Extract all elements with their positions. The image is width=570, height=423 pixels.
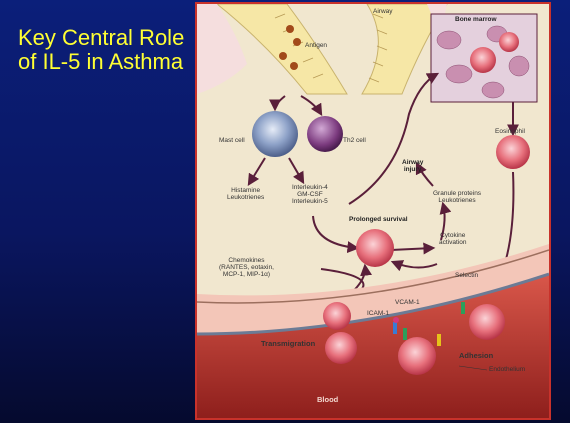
label-airway-injury: Airway injury xyxy=(402,159,423,173)
label-endothelium: Endothelium xyxy=(489,366,525,373)
mast-cell xyxy=(252,111,298,157)
label-bone-marrow: Bone marrow xyxy=(455,16,497,23)
asthma-diagram: Airway Antigen Bone marrow Mast cell Th2… xyxy=(195,2,551,420)
th2-cell xyxy=(307,116,343,152)
label-granule-proteins: Granule proteins Leukotrienes xyxy=(433,190,481,204)
circulating-eosinophil xyxy=(496,135,530,169)
label-interleukins: Interleukin-4 GM-CSF Interleukin-5 xyxy=(292,184,328,205)
label-prolonged-survival: Prolonged survival xyxy=(349,216,408,223)
slide-title: Key Central Role of IL-5 in Asthma xyxy=(18,26,188,74)
adhesion-eosinophil xyxy=(398,337,436,375)
label-mast-cell: Mast cell xyxy=(219,137,245,144)
diagram-artwork xyxy=(197,4,549,418)
label-transmigration: Transmigration xyxy=(261,340,315,347)
label-airway: Airway xyxy=(373,8,393,15)
label-cytokine-activation: Cytokine activation xyxy=(439,232,466,246)
label-histamine: Histamine Leukotrienes xyxy=(227,187,264,201)
label-icam: ICAM-1 xyxy=(367,310,389,317)
label-th2-cell: Th2 cell xyxy=(343,137,366,144)
label-selectin: Selectin xyxy=(455,272,478,279)
bone-marrow-panel xyxy=(431,14,537,102)
label-adhesion: Adhesion xyxy=(459,352,493,359)
label-vcam: VCAM-1 xyxy=(395,299,420,306)
survival-eosinophil xyxy=(356,229,394,267)
label-antigen: Antigen xyxy=(305,42,327,49)
label-blood: Blood xyxy=(317,396,338,403)
rolling-eosinophil xyxy=(469,304,505,340)
airway-epithelium xyxy=(197,4,457,94)
label-chemokines: Chemokines (RANTES, eotaxin, MCP-1, MIP-… xyxy=(219,257,274,278)
label-eosinophil: Eosinophil xyxy=(495,128,525,135)
